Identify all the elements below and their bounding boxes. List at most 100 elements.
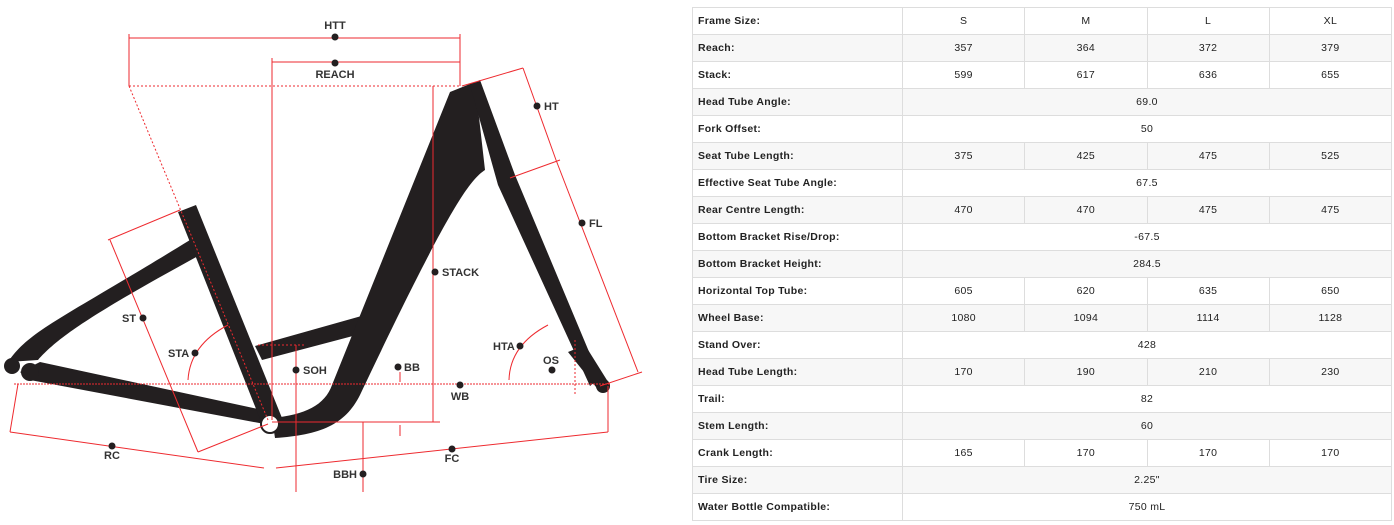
row-value: 636 bbox=[1146, 61, 1270, 89]
row-value: -67.5 bbox=[902, 223, 1392, 251]
row-value: 69.0 bbox=[902, 88, 1392, 116]
row-value: 170 bbox=[1146, 439, 1270, 467]
table-row: Stem Length:60 bbox=[692, 412, 1392, 440]
label-soh: SOH bbox=[303, 365, 327, 377]
row-label: Bottom Bracket Height: bbox=[692, 250, 903, 278]
row-label: Wheel Base: bbox=[692, 304, 903, 332]
row-label: Head Tube Length: bbox=[692, 358, 903, 386]
row-label: Seat Tube Length: bbox=[692, 142, 903, 170]
row-value: 620 bbox=[1024, 277, 1148, 305]
row-value: 375 bbox=[901, 142, 1026, 170]
label-ht: HT bbox=[544, 101, 559, 113]
table-row: Head Tube Angle:69.0 bbox=[692, 88, 1392, 116]
size-l: L bbox=[1146, 7, 1270, 35]
table-row: Effective Seat Tube Angle:67.5 bbox=[692, 169, 1392, 197]
bike-geometry-diagram: HTT REACH HT FL STACK ST STA SOH BB WB H… bbox=[4, 20, 643, 492]
row-value: 1094 bbox=[1024, 304, 1148, 332]
row-label: Frame Size: bbox=[692, 7, 903, 35]
row-label: Effective Seat Tube Angle: bbox=[692, 169, 903, 197]
row-label: Horizontal Top Tube: bbox=[692, 277, 903, 305]
label-os: OS bbox=[543, 355, 559, 367]
row-label: Stand Over: bbox=[692, 331, 903, 359]
row-label: Reach: bbox=[692, 34, 903, 62]
row-value: 475 bbox=[1268, 196, 1393, 224]
row-value: 599 bbox=[901, 61, 1026, 89]
size-m: M bbox=[1024, 7, 1148, 35]
dimension-labels: HTT REACH HT FL STACK ST STA SOH BB WB H… bbox=[104, 20, 603, 481]
row-value: 357 bbox=[901, 34, 1026, 62]
row-label: Stack: bbox=[692, 61, 903, 89]
label-bb: BB bbox=[404, 362, 420, 374]
table-row: Trail:82 bbox=[692, 385, 1392, 413]
row-value: 190 bbox=[1024, 358, 1148, 386]
label-st: ST bbox=[122, 313, 136, 325]
row-label: Crank Length: bbox=[692, 439, 903, 467]
row-value: 82 bbox=[902, 385, 1392, 413]
row-value: 470 bbox=[901, 196, 1026, 224]
label-fl: FL bbox=[589, 218, 603, 230]
row-value: 170 bbox=[1268, 439, 1393, 467]
label-fc: FC bbox=[445, 453, 460, 465]
size-s: S bbox=[901, 7, 1026, 35]
label-wb: WB bbox=[451, 391, 469, 403]
label-sta: STA bbox=[168, 348, 189, 360]
label-stack: STACK bbox=[442, 267, 479, 279]
label-bbh: BBH bbox=[333, 469, 357, 481]
row-value: 165 bbox=[901, 439, 1026, 467]
dimension-lines bbox=[9, 34, 643, 492]
row-value: 364 bbox=[1024, 34, 1148, 62]
row-label: Trail: bbox=[692, 385, 903, 413]
row-value: 170 bbox=[901, 358, 1026, 386]
row-value: 67.5 bbox=[902, 169, 1392, 197]
row-value: 372 bbox=[1146, 34, 1270, 62]
row-value: 1128 bbox=[1268, 304, 1393, 332]
row-label: Stem Length: bbox=[692, 412, 903, 440]
row-value: 475 bbox=[1146, 142, 1270, 170]
row-value: 60 bbox=[902, 412, 1392, 440]
table-row: Tire Size:2.25" bbox=[692, 466, 1392, 494]
row-label: Tire Size: bbox=[692, 466, 903, 494]
row-value: 1114 bbox=[1146, 304, 1270, 332]
table-row: Water Bottle Compatible:750 mL bbox=[692, 493, 1392, 521]
row-value: 655 bbox=[1268, 61, 1393, 89]
row-value: 1080 bbox=[901, 304, 1026, 332]
row-value: 50 bbox=[902, 115, 1392, 143]
size-xl: XL bbox=[1268, 7, 1393, 35]
row-value: 617 bbox=[1024, 61, 1148, 89]
row-value: 475 bbox=[1146, 196, 1270, 224]
row-label: Head Tube Angle: bbox=[692, 88, 903, 116]
row-value: 284.5 bbox=[902, 250, 1392, 278]
row-value: 470 bbox=[1024, 196, 1148, 224]
row-value: 428 bbox=[902, 331, 1392, 359]
label-reach: REACH bbox=[315, 69, 354, 81]
table-row: Stand Over:428 bbox=[692, 331, 1392, 359]
table-row: Bottom Bracket Rise/Drop:-67.5 bbox=[692, 223, 1392, 251]
row-value: 170 bbox=[1024, 439, 1148, 467]
bike-frame bbox=[4, 80, 610, 438]
row-value: 650 bbox=[1268, 277, 1393, 305]
row-label: Fork Offset: bbox=[692, 115, 903, 143]
row-value: 425 bbox=[1024, 142, 1148, 170]
row-label: Water Bottle Compatible: bbox=[692, 493, 903, 521]
table-row: Fork Offset:50 bbox=[692, 115, 1392, 143]
label-htt: HTT bbox=[324, 20, 346, 32]
row-value: 635 bbox=[1146, 277, 1270, 305]
row-value: 750 mL bbox=[902, 493, 1392, 521]
row-value: 379 bbox=[1268, 34, 1393, 62]
row-value: 525 bbox=[1268, 142, 1393, 170]
label-hta: HTA bbox=[493, 341, 515, 353]
label-rc: RC bbox=[104, 450, 120, 462]
row-label: Bottom Bracket Rise/Drop: bbox=[692, 223, 903, 251]
row-value: 2.25" bbox=[902, 466, 1392, 494]
table-row: Bottom Bracket Height:284.5 bbox=[692, 250, 1392, 278]
row-value: 210 bbox=[1146, 358, 1270, 386]
